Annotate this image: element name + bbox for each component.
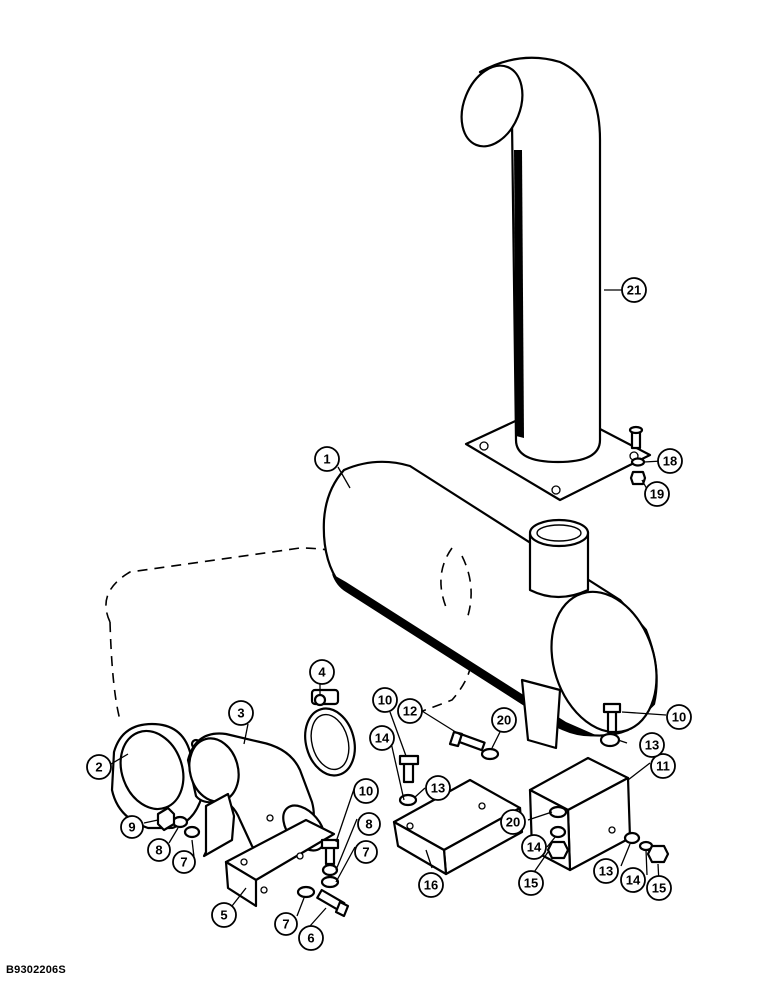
svg-text:1: 1 — [323, 452, 330, 467]
callout-7b: 7 — [354, 840, 378, 864]
bolt-10-a — [398, 754, 420, 784]
callout-14b: 14 — [521, 834, 547, 860]
bolt-6 — [316, 888, 350, 918]
exhaust-stack — [460, 56, 652, 502]
callout-9: 9 — [120, 815, 144, 839]
callout-6: 6 — [298, 925, 324, 951]
svg-text:20: 20 — [497, 713, 511, 728]
callout-10c: 10 — [666, 704, 692, 730]
svg-text:11: 11 — [656, 759, 670, 774]
callout-7c: 7 — [274, 912, 298, 936]
svg-text:15: 15 — [652, 881, 666, 896]
svg-text:19: 19 — [650, 487, 664, 502]
svg-text:3: 3 — [237, 706, 244, 721]
leader-lines — [110, 289, 667, 927]
svg-text:7: 7 — [180, 855, 187, 870]
callout-18: 18 — [657, 448, 683, 474]
inlet-flange — [110, 722, 204, 830]
callout-12: 12 — [397, 698, 423, 724]
svg-text:15: 15 — [524, 876, 538, 891]
reference-code: B9302206S — [6, 964, 66, 976]
svg-text:6: 6 — [307, 931, 314, 946]
callout-21: 21 — [621, 277, 647, 303]
svg-text:10: 10 — [672, 710, 686, 725]
callout-19: 19 — [644, 481, 670, 507]
callout-15b: 15 — [646, 875, 672, 901]
callout-8a: 8 — [147, 838, 171, 862]
callout-16: 16 — [418, 872, 444, 898]
callout-4: 4 — [309, 659, 335, 685]
svg-text:13: 13 — [645, 738, 659, 753]
callout-20b: 20 — [500, 809, 526, 835]
svg-text:14: 14 — [527, 840, 542, 855]
bolt-12 — [448, 730, 486, 752]
svg-text:14: 14 — [375, 731, 390, 746]
callout-10a: 10 — [372, 687, 398, 713]
callout-11: 11 — [650, 753, 676, 779]
svg-text:9: 9 — [128, 820, 135, 835]
muffler — [322, 460, 658, 750]
svg-text:20: 20 — [506, 815, 520, 830]
callout-5: 5 — [211, 902, 237, 928]
callout-15a: 15 — [518, 870, 544, 896]
svg-text:7: 7 — [362, 845, 369, 860]
svg-text:8: 8 — [155, 843, 162, 858]
callout-1: 1 — [314, 446, 340, 472]
svg-text:10: 10 — [378, 693, 392, 708]
svg-text:5: 5 — [220, 908, 227, 923]
callout-14a: 14 — [369, 725, 395, 751]
callout-13c: 13 — [593, 858, 619, 884]
callout-10b: 10 — [353, 778, 379, 804]
hardware-items — [156, 702, 670, 918]
callout-3: 3 — [228, 700, 254, 726]
svg-text:10: 10 — [359, 784, 373, 799]
svg-text:21: 21 — [627, 283, 641, 298]
bolt-10-b — [320, 838, 340, 866]
callout-13a: 13 — [425, 775, 451, 801]
svg-text:2: 2 — [95, 760, 102, 775]
callout-8b: 8 — [357, 812, 381, 836]
svg-text:8: 8 — [365, 817, 372, 832]
callout-13b: 13 — [639, 732, 665, 758]
bolt-10-c — [602, 702, 622, 734]
callout-2: 2 — [86, 754, 112, 780]
callout-20a: 20 — [491, 707, 517, 733]
svg-text:12: 12 — [403, 704, 417, 719]
svg-text:7: 7 — [282, 917, 289, 932]
mounting-bracket-left — [202, 792, 336, 908]
callout-7a: 7 — [172, 850, 196, 874]
svg-text:13: 13 — [599, 864, 613, 879]
callout-14c: 14 — [620, 867, 646, 893]
svg-text:18: 18 — [663, 454, 677, 469]
stack-hardware — [629, 457, 647, 486]
svg-text:13: 13 — [431, 781, 445, 796]
svg-text:4: 4 — [318, 665, 326, 680]
svg-text:16: 16 — [424, 878, 438, 893]
svg-text:14: 14 — [626, 873, 641, 888]
band-clamp — [304, 688, 356, 777]
